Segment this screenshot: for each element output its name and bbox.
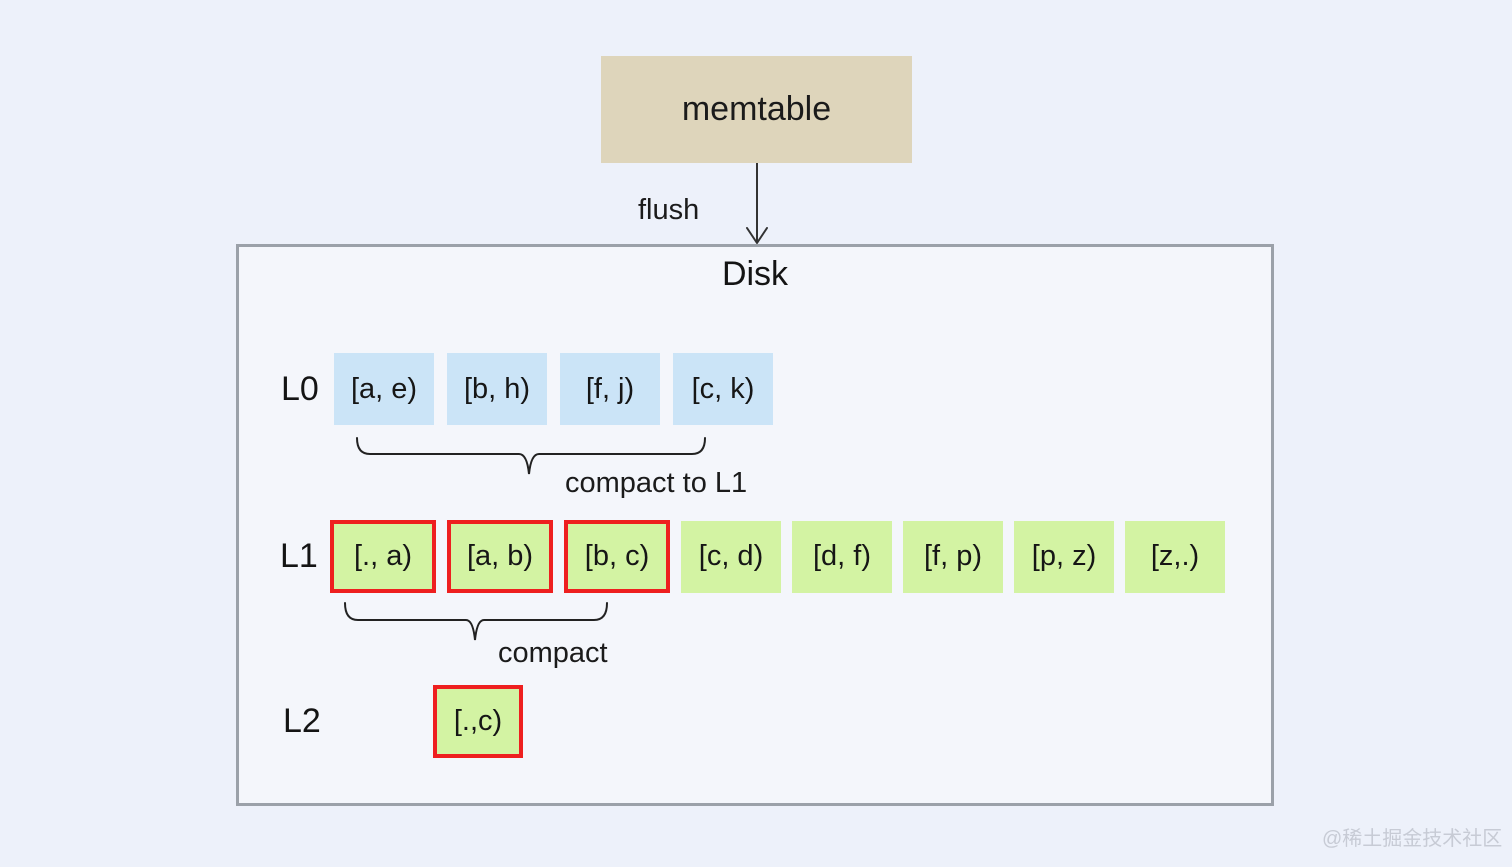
level-label-l0: L0 — [281, 369, 319, 408]
level-row-l1: L1 [., a) [a, b) [b, c) [c, d) [d, f) [f… — [280, 520, 1225, 593]
disk-container: Disk L0 [a, e) [b, h) [f, j) [c, k) comp… — [236, 244, 1274, 806]
sstable-l0-box: [a, e) — [334, 353, 434, 425]
sstable-l1-box-highlighted: [b, c) — [564, 520, 670, 593]
sstable-l2-box-highlighted: [.,c) — [433, 685, 523, 758]
memtable-label: memtable — [681, 90, 832, 128]
sstable-l1-box-highlighted: [a, b) — [447, 520, 553, 593]
sstable-l1-box: [p, z) — [1014, 520, 1114, 593]
sstable-l1-box: [d, f) — [792, 520, 892, 593]
disk-title: Disk — [721, 255, 789, 293]
level-label-l2: L2 — [283, 702, 321, 740]
l1-compact-brace-icon — [344, 602, 608, 641]
down-arrow-icon — [746, 163, 768, 244]
sstable-l1-box-highlighted: [., a) — [330, 520, 436, 593]
sstable-l1-box: [c, d) — [681, 520, 781, 593]
flush-label: flush — [638, 194, 700, 226]
compact-to-l1-label: compact to L1 — [565, 467, 748, 499]
level-row-l0: L0 [a, e) [b, h) [f, j) [c, k) — [281, 353, 773, 425]
sstable-l0-box: [c, k) — [673, 353, 773, 425]
watermark: @稀土掘金技术社区 — [1322, 828, 1503, 850]
sstable-l0-box: [f, j) — [560, 353, 660, 425]
compact-label: compact — [498, 637, 608, 669]
level-label-l1: L1 — [280, 537, 318, 575]
level-row-l2: L2 [.,c) — [283, 685, 523, 758]
sstable-l0-box: [b, h) — [447, 353, 547, 425]
sstable-l1-box: [f, p) — [903, 520, 1003, 593]
l0-compact-brace-icon — [356, 437, 706, 475]
sstable-l1-box: [z,.) — [1125, 520, 1225, 593]
memtable-box: memtable — [601, 56, 912, 163]
